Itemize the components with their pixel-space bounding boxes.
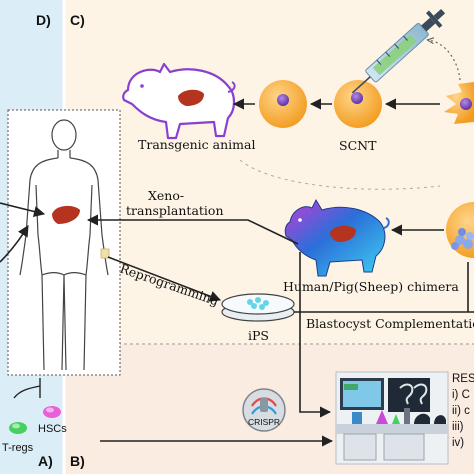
- label-ips: iPS: [248, 328, 269, 343]
- human-figure-box: [7, 109, 121, 376]
- arrow-left-curve-to-body: [0, 225, 29, 263]
- liver-in-body: [52, 205, 80, 224]
- treg-cell-icon: [9, 422, 27, 434]
- label-hscs: HSCs: [38, 423, 67, 435]
- syringe-icon: [351, 8, 446, 94]
- skin-biopsy-patch: [100, 248, 110, 259]
- label-scnt: SCNT: [339, 138, 377, 153]
- label-xeno-line2: transplantation: [126, 203, 224, 218]
- donor-cell-partial: [444, 82, 474, 124]
- arrow-down-to-lab: [299, 252, 332, 418]
- res-item-3: iii): [452, 421, 464, 433]
- label-tregs: T-regs: [2, 442, 34, 454]
- res-item-4: iv): [452, 437, 464, 449]
- curve-to-tregs: [13, 385, 41, 399]
- label-crispr: CRISPR: [248, 417, 280, 427]
- panel-label-a: A): [38, 453, 53, 469]
- label-res: RES: [452, 373, 474, 385]
- panel-top-background: [64, 0, 474, 344]
- blastocyst-cell: [446, 202, 474, 258]
- chimera-pig-icon: [284, 198, 390, 277]
- transgenic-pig-icon: [122, 62, 236, 140]
- panel-label-d: D): [36, 12, 51, 28]
- label-xeno-line1: Xeno-: [148, 188, 184, 203]
- label-chimera: Human/Pig(Sheep) chimera: [283, 279, 459, 294]
- oocyte-cell-1: [259, 80, 307, 128]
- res-item-2: ii) c: [452, 405, 470, 417]
- panel-label-c: C): [70, 12, 85, 28]
- crispr-icon: [242, 388, 286, 432]
- lab-scene-icon: [335, 371, 449, 465]
- label-blastocyst-complementation: Blastocyst Complementation: [306, 316, 474, 331]
- res-item-1: i) C: [452, 389, 470, 401]
- hsc-cell-icon: [43, 406, 61, 418]
- arrow-reprogramming: [107, 256, 222, 302]
- arrow-left-to-liver: [0, 202, 46, 217]
- petri-dish-ips: [221, 293, 295, 322]
- dotted-arrow-donor-to-syringe: [428, 40, 461, 81]
- liver-in-pig: [178, 89, 204, 106]
- human-body-outline: [19, 119, 109, 371]
- oocyte-cell-2: [334, 80, 382, 128]
- liver-in-chimera: [330, 225, 356, 242]
- panel-label-b: B): [70, 453, 85, 469]
- arrow-xenotransplantation: [86, 214, 299, 245]
- dashed-arc-guide: [239, 159, 441, 190]
- label-transgenic-animal: Transgenic animal: [138, 137, 255, 152]
